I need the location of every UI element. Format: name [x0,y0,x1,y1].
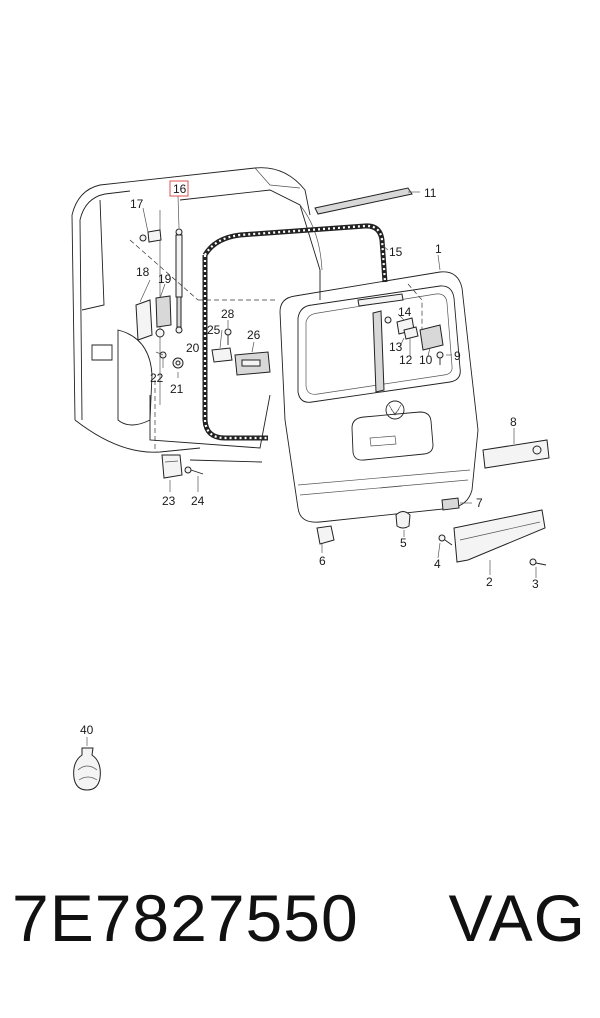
tailgate-seal [202,223,388,441]
callout-20: 20 [186,341,200,355]
hinge-parts-left [135,229,184,369]
vehicle-body-outline [71,167,323,463]
roof-strip [314,187,413,215]
callout-9: 9 [454,349,461,363]
callout-5: 5 [400,536,407,550]
callout-21: 21 [170,382,184,396]
brand-label: VAG [448,881,586,955]
tailgate-exploded-diagram: 1 2 3 4 5 6 7 8 9 10 11 12 13 14 15 16 1… [71,167,550,791]
callout-26: 26 [247,328,261,342]
tailgate-panel [279,271,479,523]
callout-12: 12 [399,353,413,367]
callout-15: 15 [389,245,403,259]
callout-13: 13 [389,340,403,354]
latch-parts [161,454,204,479]
callout-11: 11 [424,186,437,200]
callout-1: 1 [435,242,442,256]
callout-8: 8 [510,415,517,429]
callout-3: 3 [532,577,539,591]
small-parts-lower [316,439,550,545]
callout-14: 14 [398,305,412,319]
handle-strip-part [438,509,547,566]
callout-22: 22 [150,371,164,385]
callout-16: 16 [173,182,187,196]
callout-10: 10 [419,353,433,367]
bottle-part [73,747,101,791]
callout-25: 25 [207,323,221,337]
callout-labels: 1 2 3 4 5 6 7 8 9 10 11 12 13 14 15 16 1… [80,182,539,737]
leader-lines [86,191,537,746]
callout-7: 7 [476,496,483,510]
callout-28: 28 [221,307,235,321]
callout-2: 2 [486,575,493,589]
callout-19: 19 [158,272,172,286]
callout-24: 24 [191,494,205,508]
callout-6: 6 [319,554,326,568]
callout-40: 40 [80,723,94,737]
lock-bracket-parts [211,328,271,376]
gas-strut [175,228,183,334]
footer: 7E7827550 VAG [0,880,600,990]
callout-16-highlight-box [169,180,189,197]
callout-23: 23 [162,494,176,508]
callout-4: 4 [434,557,441,571]
callout-17: 17 [130,197,144,211]
callout-18: 18 [136,265,150,279]
part-number: 7E7827550 [12,881,359,955]
hinge-parts-right [384,316,444,365]
